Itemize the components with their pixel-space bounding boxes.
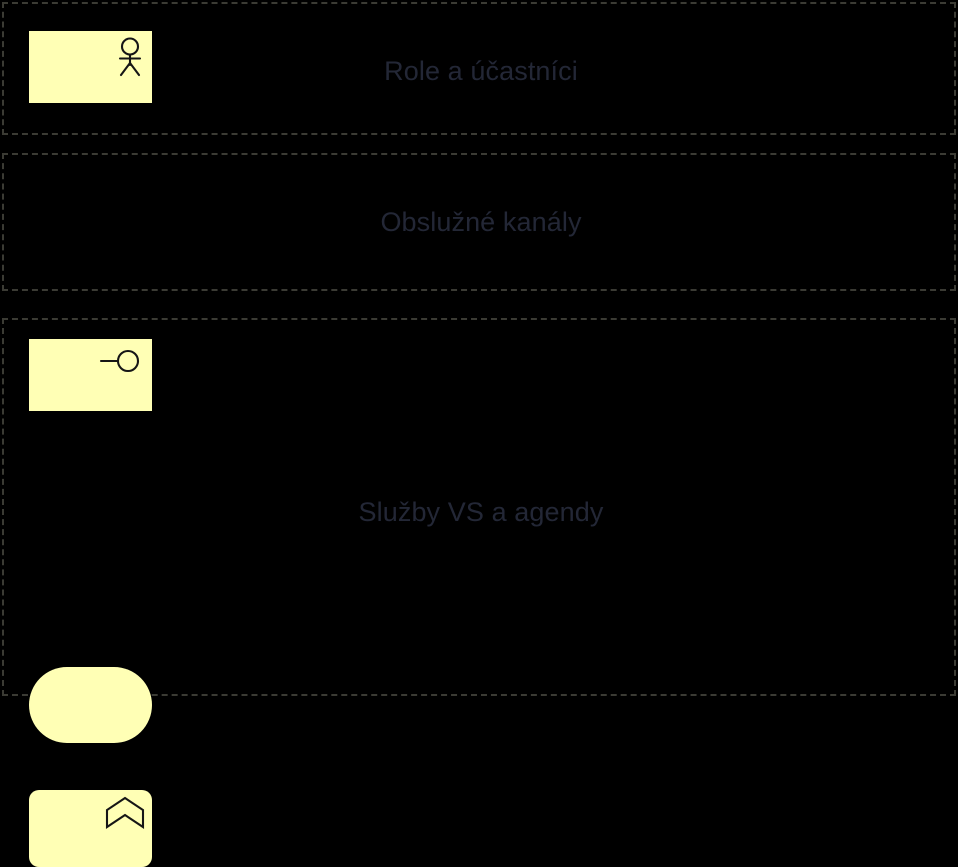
- element-business-actor[interactable]: [29, 31, 152, 103]
- layer-label-services: Služby VS a agendy: [358, 497, 604, 527]
- element-business-service[interactable]: [29, 667, 152, 743]
- layer-group-services[interactable]: Služby VS a agendy: [2, 318, 956, 867]
- business-actor-icon: [115, 37, 145, 77]
- layer-label-channels: Obslužné kanály: [380, 207, 582, 237]
- layer-group-roles[interactable]: Role a účastníci: [2, 2, 956, 135]
- element-business-function[interactable]: [29, 790, 152, 867]
- element-business-interface[interactable]: [29, 339, 152, 411]
- business-function-icon: [105, 796, 145, 830]
- layer-group-channels[interactable]: Obslužné kanály: [2, 153, 956, 411]
- business-interface-icon: [99, 345, 145, 377]
